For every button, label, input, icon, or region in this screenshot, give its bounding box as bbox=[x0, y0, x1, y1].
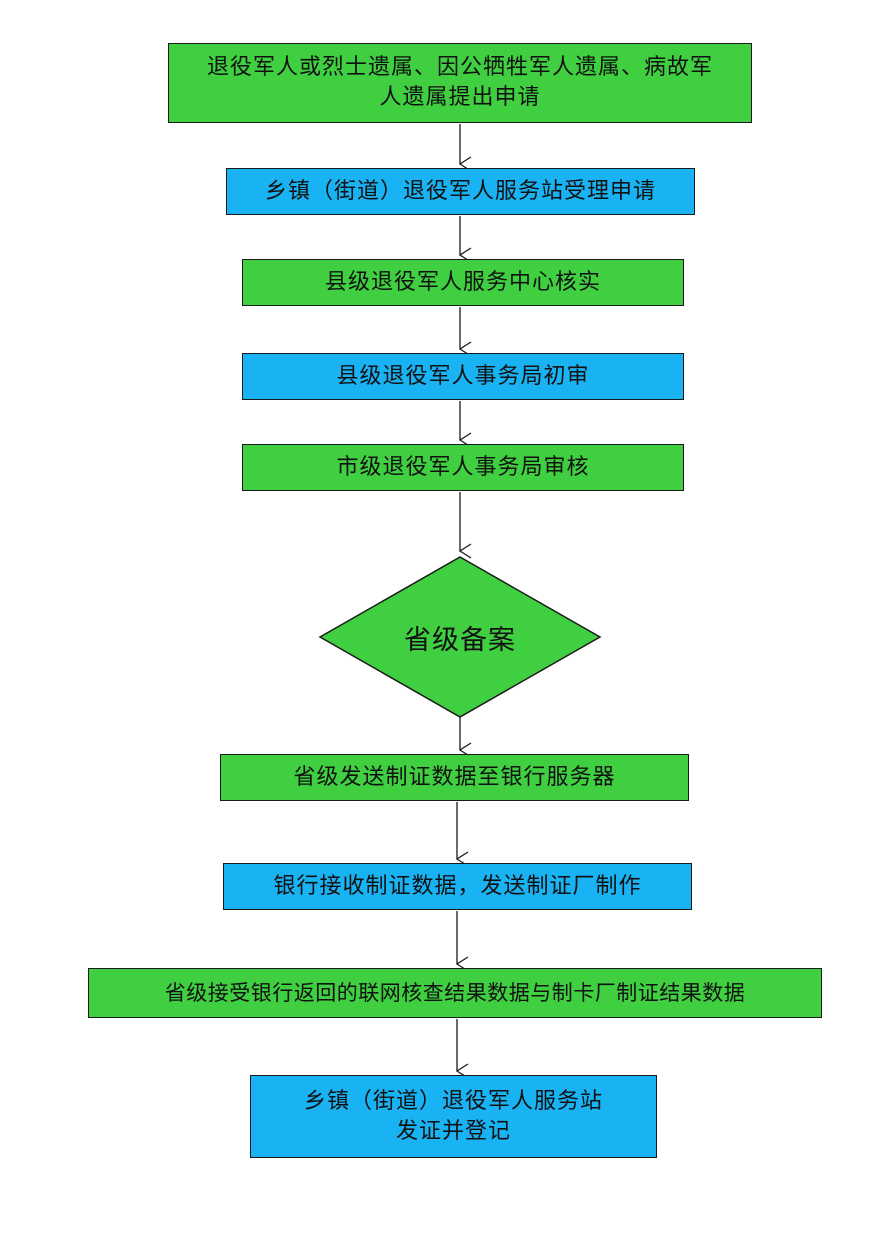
step-apply-box: 退役军人或烈士遗属、因公牺牲军人遗属、病故军 人遗属提出申请 bbox=[168, 43, 752, 123]
step-issue-card-text: 乡镇（街道）退役军人服务站 发证并登记 bbox=[304, 1087, 603, 1147]
step-verify-box: 县级退役军人服务中心核实 bbox=[242, 259, 684, 306]
step-apply-line-1: 退役军人或烈士遗属、因公牺牲军人遗属、病故军 bbox=[206, 55, 713, 80]
decision-diamond bbox=[318, 556, 602, 718]
step-issue-card-line-2: 发证并登记 bbox=[395, 1118, 511, 1144]
step-apply-line-2: 人遗属提出申请 bbox=[379, 85, 541, 110]
step-receive-results-box: 省级接受银行返回的联网核查结果数据与制卡厂制证结果数据 bbox=[88, 968, 822, 1018]
step-verify-text: 县级退役军人服务中心核实 bbox=[324, 269, 601, 295]
step-preliminary-review-text: 县级退役军人事务局初审 bbox=[336, 363, 590, 389]
step-accept-box: 乡镇（街道）退役军人服务站受理申请 bbox=[226, 168, 695, 215]
step-issue-card-box: 乡镇（街道）退役军人服务站 发证并登记 bbox=[250, 1075, 657, 1158]
step-bank-receive-text: 银行接收制证数据，发送制证厂制作 bbox=[273, 873, 642, 899]
step-apply-text: 退役军人或烈士遗属、因公牺牲军人遗属、病故军 人遗属提出申请 bbox=[207, 53, 713, 113]
step-preliminary-review-box: 县级退役军人事务局初审 bbox=[242, 353, 684, 400]
step-bank-receive-box: 银行接收制证数据，发送制证厂制作 bbox=[223, 863, 692, 910]
step-send-data-box: 省级发送制证数据至银行服务器 bbox=[220, 754, 689, 801]
step-province-record-text: 省级备案 bbox=[404, 624, 516, 656]
step-city-review-box: 市级退役军人事务局审核 bbox=[242, 444, 684, 491]
step-receive-results-text: 省级接受银行返回的联网核查结果数据与制卡厂制证结果数据 bbox=[164, 981, 746, 1005]
step-send-data-text: 省级发送制证数据至银行服务器 bbox=[293, 764, 616, 790]
step-accept-text: 乡镇（街道）退役军人服务站受理申请 bbox=[264, 178, 656, 204]
step-issue-card-line-1: 乡镇（街道）退役军人服务站 bbox=[303, 1088, 603, 1114]
step-city-review-text: 市级退役军人事务局审核 bbox=[336, 454, 590, 480]
